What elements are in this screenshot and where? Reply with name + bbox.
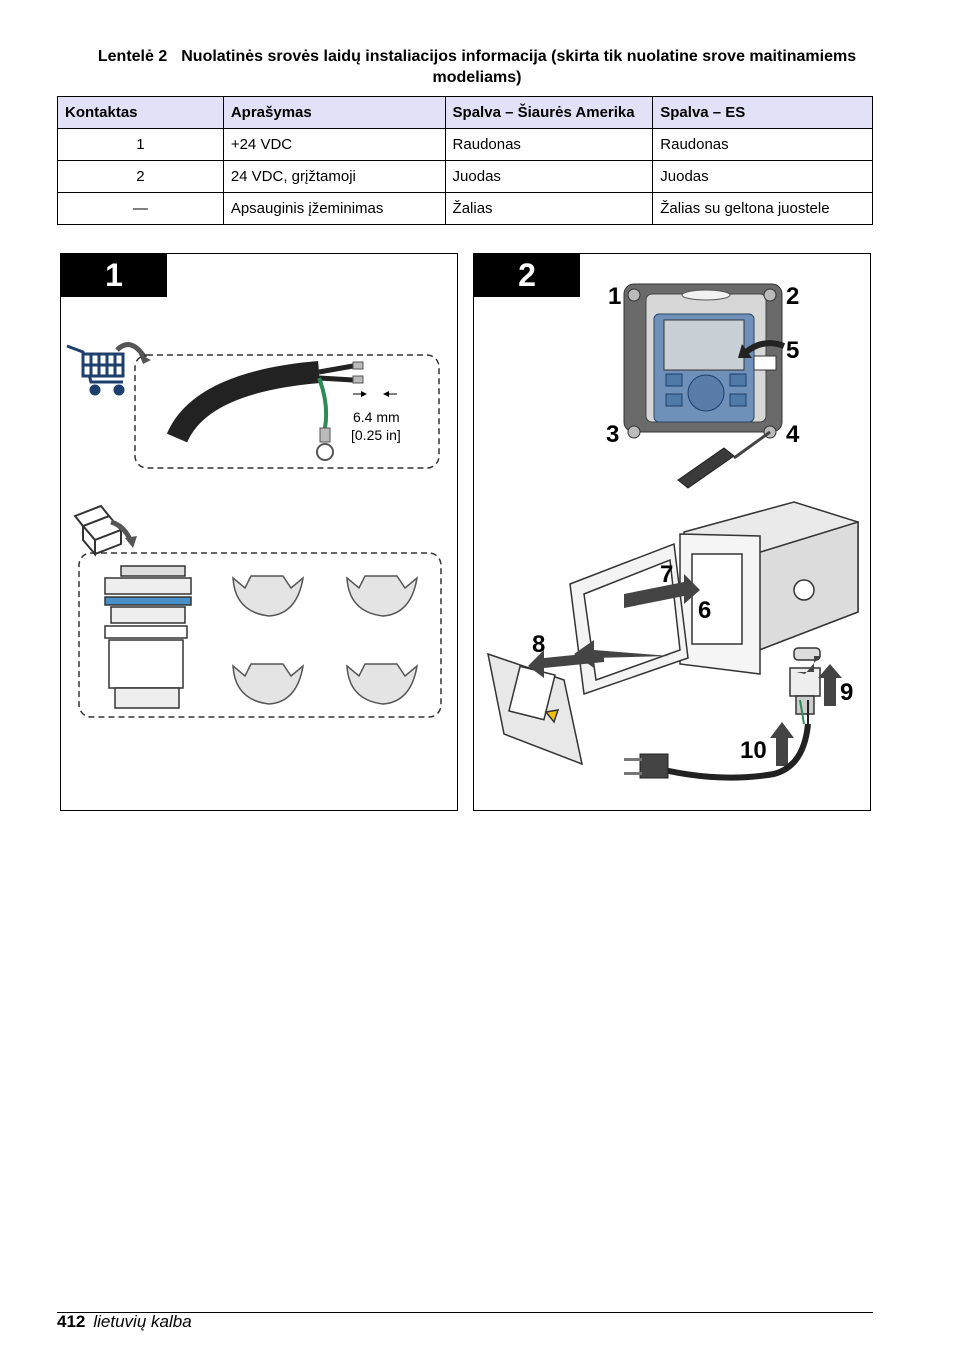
table-row: 2 24 VDC, grįžtamoji Juodas Juodas <box>57 160 873 193</box>
cable-gland <box>104 565 192 709</box>
callout-2: 2 <box>786 283 799 310</box>
cell-contact: 1 <box>57 128 224 161</box>
wire-green <box>317 377 329 429</box>
page-number: 412 <box>57 1312 86 1331</box>
cell-description: Apsauginis įžeminimas <box>222 192 446 225</box>
cell-description: +24 VDC <box>222 128 446 161</box>
strip-length-label: 6.4 mm <box>353 409 400 425</box>
box-icon <box>73 504 123 557</box>
cell-color-na: Žalias <box>444 192 654 225</box>
cell-color-eu: Juodas <box>652 160 873 193</box>
callout-4: 4 <box>786 421 800 448</box>
header-color-na: Spalva – Šiaurės Amerika <box>444 96 654 129</box>
cell-color-eu: Raudonas <box>652 128 873 161</box>
step-arrows <box>528 574 842 766</box>
table-row: — Apsauginis įžeminimas Žalias Žalias su… <box>57 192 873 225</box>
step-number-2: 2 <box>474 254 580 297</box>
table-header-row: Kontaktas Aprašymas Spalva – Šiaurės Ame… <box>57 96 873 129</box>
cell-contact: — <box>57 192 224 225</box>
figure-1-illustration: 6.4 mm [0.25 in] <box>66 342 442 718</box>
wiring-table: Kontaktas Aprašymas Spalva – Šiaurės Ame… <box>57 96 873 225</box>
footer-language: lietuvių kalba <box>93 1312 192 1331</box>
controller-front <box>623 283 783 439</box>
cell-description: 24 VDC, grįžtamoji <box>222 160 446 193</box>
callout-7: 7 <box>660 561 673 588</box>
table-caption: Lentelė 2 Nuolatinės srovės laidų instali… <box>60 46 894 88</box>
header-contact: Kontaktas <box>57 96 224 129</box>
header-color-eu: Spalva – ES <box>652 96 873 129</box>
table-caption-label: Lentelė 2 <box>97 48 168 65</box>
power-cord <box>624 699 811 781</box>
callout-6: 6 <box>698 597 711 624</box>
wire-black-2 <box>318 375 354 383</box>
step-number-1: 1 <box>61 254 167 297</box>
callout-10: 10 <box>740 737 767 764</box>
strip-length-inch-label: [0.25 in] <box>351 427 401 443</box>
screwdriver-icon <box>677 430 771 489</box>
cell-color-eu: Žalias su geltona juostele <box>652 192 873 225</box>
footer-divider <box>57 1312 873 1313</box>
header-description: Aprašymas <box>222 96 446 129</box>
figure-panel-1: 6.4 mm [0.25 in] 1 <box>60 253 458 811</box>
cell-contact: 2 <box>57 160 224 193</box>
cable-jacket <box>166 361 320 443</box>
shopping-cart-icon <box>66 344 125 396</box>
figure-panel-2: 1 2 3 4 5 6 7 8 9 10 2 <box>473 253 871 811</box>
controller-enclosure <box>487 501 859 766</box>
cell-color-na: Raudonas <box>444 128 654 161</box>
table-caption-text: Nuolatinės srovės laidų instaliacijos in… <box>181 48 857 86</box>
table-row: 1 +24 VDC Raudonas Raudonas <box>57 128 873 161</box>
callout-1: 1 <box>608 283 621 310</box>
callout-5: 5 <box>786 337 799 364</box>
curved-arrow-icon <box>744 340 786 355</box>
figure-2-illustration: 1 2 3 4 5 6 7 8 9 10 <box>487 283 859 781</box>
wire-black <box>318 363 354 375</box>
plug-caps <box>232 575 419 705</box>
callout-9: 9 <box>840 679 853 706</box>
callout-3: 3 <box>606 421 619 448</box>
cell-color-na: Juodas <box>444 160 654 193</box>
page-footer: 412 lietuvių kalba <box>57 1312 192 1332</box>
arrow-icon <box>115 342 148 360</box>
callout-8: 8 <box>532 631 545 658</box>
